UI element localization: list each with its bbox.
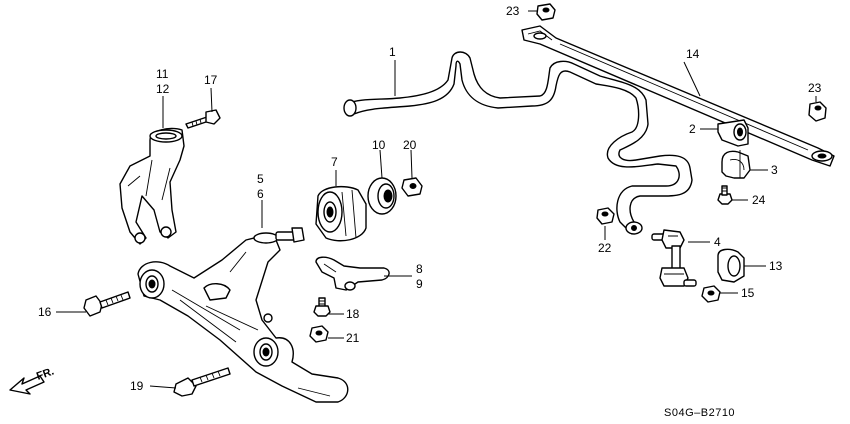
callout-21: 21 — [346, 331, 360, 345]
callout-19: 19 — [130, 379, 144, 393]
stabilizer-bar-1 — [343, 51, 693, 235]
bushing-10 — [367, 177, 397, 215]
callout-1: 1 — [389, 45, 396, 59]
bolt-18 — [313, 297, 331, 317]
callout-13: 13 — [769, 259, 783, 273]
callout-23-right: 23 — [808, 81, 822, 95]
fork-11-12 — [119, 127, 185, 245]
callout-4: 4 — [714, 235, 721, 249]
callout-9: 9 — [416, 277, 423, 291]
callout-20: 20 — [403, 138, 417, 152]
bushing-holder-3 — [721, 150, 751, 179]
callout-6: 6 — [257, 187, 264, 201]
link-bushing-13 — [717, 248, 745, 283]
callout-8: 8 — [416, 262, 423, 276]
nut-21 — [309, 325, 329, 343]
callout-18: 18 — [346, 307, 360, 321]
bolt-19 — [173, 367, 231, 397]
callout-14: 14 — [686, 47, 700, 61]
fr-label: FR. — [35, 365, 56, 382]
nut-20 — [401, 177, 423, 197]
callout-2: 2 — [689, 122, 696, 136]
callout-22: 22 — [598, 241, 612, 255]
bolt-16 — [83, 291, 131, 317]
callout-15: 15 — [741, 286, 755, 300]
bushing-2 — [717, 119, 749, 147]
diagram-code: S04G–B2710 — [664, 407, 735, 419]
compliance-bushing-7 — [315, 185, 367, 242]
callout-5: 5 — [257, 172, 264, 186]
front-direction-arrow: FR. — [9, 365, 56, 395]
nut-22 — [596, 207, 615, 225]
nut-15 — [701, 285, 721, 303]
nut-23-right — [808, 101, 827, 122]
callout-12: 12 — [156, 82, 170, 96]
bolt-24 — [717, 185, 733, 205]
lower-arm-5-6 — [137, 227, 349, 403]
leader-lines — [56, 10, 817, 389]
bracket-8-9 — [315, 256, 390, 291]
callouts: 1 2 3 4 5 6 7 8 9 10 11 12 13 14 15 16 1… — [38, 4, 822, 393]
callout-16: 16 — [38, 305, 52, 319]
callout-24: 24 — [752, 193, 766, 207]
callout-23-top: 23 — [506, 4, 520, 18]
nut-23-top — [536, 3, 556, 21]
callout-7: 7 — [331, 155, 338, 169]
callout-3: 3 — [771, 163, 778, 177]
callout-11: 11 — [156, 67, 169, 81]
stabilizer-link-4 — [651, 229, 697, 287]
bolt-17 — [185, 109, 221, 129]
callout-17: 17 — [204, 73, 218, 87]
callout-10: 10 — [372, 138, 386, 152]
stabilizer-bar-14 — [521, 25, 835, 167]
